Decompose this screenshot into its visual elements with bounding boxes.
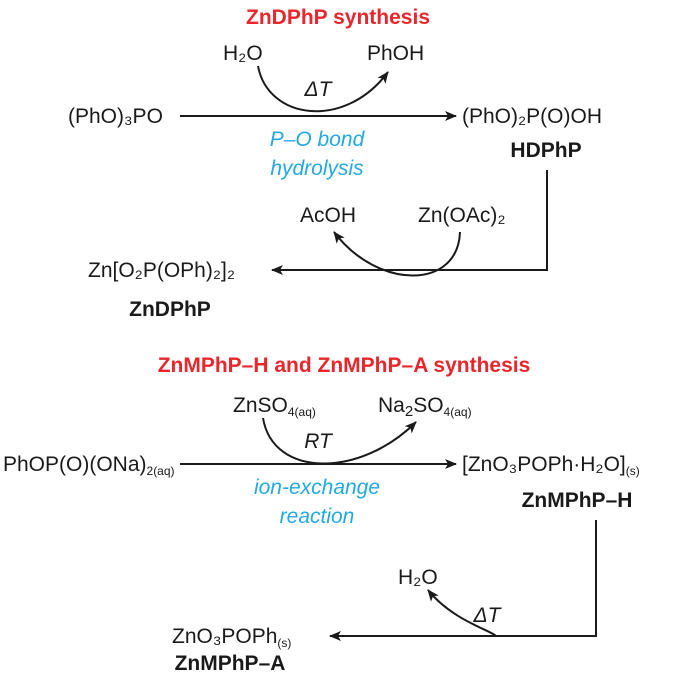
zndphp-formula: Zn[O₂P(OPh)₂]₂ (88, 259, 235, 282)
heat-condition-2: ΔT (473, 604, 503, 627)
water-byproduct: H₂O (398, 566, 438, 589)
dehydration-curved-arrow (427, 589, 497, 637)
sodium-phenylphosphate: PhOP(O)(ONa)2(aq) (3, 453, 175, 478)
note-line2: hydrolysis (270, 157, 364, 180)
water-reagent: H₂O (223, 42, 263, 65)
sodium-sulfate-byproduct: Na2SO4(aq) (378, 394, 472, 420)
note-ion-exchange: ion-exchange (254, 476, 380, 499)
zinc-complexation-arrow (271, 170, 548, 275)
scheme1-title: ZnDPhP synthesis (246, 6, 430, 29)
triphenyl-phosphate: (PhO)₃PO (68, 105, 163, 128)
note-reaction: reaction (280, 505, 355, 528)
sulfate-curved-arrow (262, 417, 417, 465)
zndphp-name: ZnDPhP (129, 298, 211, 321)
znmphp-a-name: ZnMPhP–A (175, 652, 286, 675)
znmphp-a-formula: ZnO₃POPh(s) (172, 625, 291, 650)
zinc-sulfate-reagent: ZnSO4(aq) (233, 394, 316, 419)
room-temp-condition: RT (304, 430, 334, 453)
hdphp-name: HDPhP (510, 139, 581, 162)
zinc-acetate-reagent: Zn(OAc)₂ (418, 204, 506, 227)
note-line1: P–O bond (270, 128, 366, 151)
byproduct-curved-arrow (257, 65, 389, 113)
znmphp-h-name: ZnMPhP–H (522, 489, 633, 512)
znmphp-h-formula: [ZnO₃POPh·H₂O](s) (462, 453, 640, 478)
acetic-acid-byproduct: AcOH (300, 204, 356, 227)
heat-condition: ΔT (304, 78, 334, 101)
dehydration-arrow (329, 520, 597, 641)
scheme2-title: ZnMPhP–H and ZnMPhP–A synthesis (158, 354, 531, 377)
acetate-curved-arrow (333, 231, 461, 277)
phenol-byproduct: PhOH (367, 42, 424, 65)
hdphp-formula: (PhO)₂P(O)OH (462, 105, 602, 128)
